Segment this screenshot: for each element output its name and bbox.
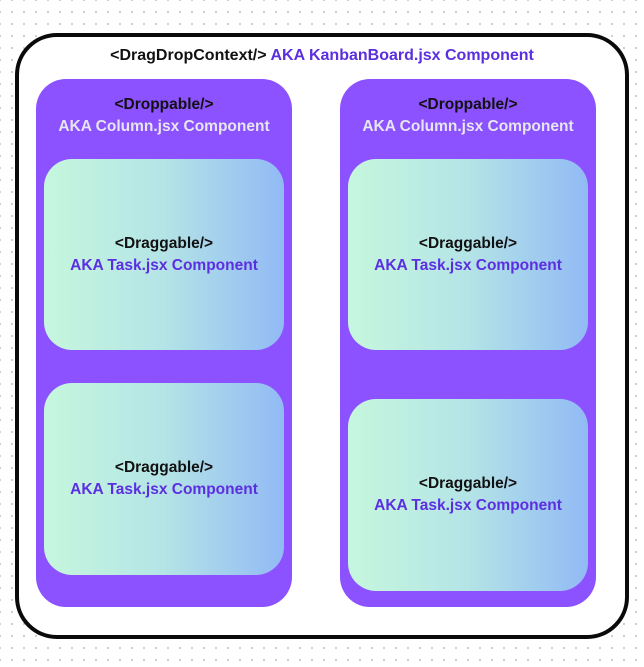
- column-header: <Droppable/> AKA Column.jsx Component: [340, 94, 596, 138]
- column-header: <Droppable/> AKA Column.jsx Component: [36, 94, 292, 138]
- column-tag: <Droppable/>: [418, 96, 518, 113]
- task-aka-label: AKA Task.jsx Component: [374, 256, 562, 274]
- task-card: <Draggable/> AKA Task.jsx Component: [44, 159, 284, 350]
- task-tag: <Draggable/>: [418, 234, 518, 252]
- task-tag: <Draggable/>: [418, 475, 518, 492]
- task-aka-label: AKA Task.jsx Component: [70, 256, 258, 274]
- task-card: <Draggable/> AKA Task.jsx Component: [348, 399, 588, 591]
- board-aka-label: AKA KanbanBoard.jsx Component: [270, 47, 534, 64]
- column-right: <Droppable/> AKA Column.jsx Component <D…: [340, 79, 596, 607]
- column-aka-label: AKA Column.jsx Component: [362, 118, 574, 135]
- column-aka-label: AKA Column.jsx Component: [58, 118, 270, 135]
- task-aka-label: AKA Task.jsx Component: [374, 497, 562, 514]
- column-tag: <Droppable/>: [114, 96, 214, 113]
- task-card: <Draggable/> AKA Task.jsx Component: [348, 159, 588, 350]
- task-tag: <Draggable/>: [114, 234, 214, 252]
- task-card: <Draggable/> AKA Task.jsx Component: [44, 383, 284, 575]
- task-aka-label: AKA Task.jsx Component: [70, 481, 258, 498]
- task-tag: <Draggable/>: [114, 459, 214, 476]
- column-left: <Droppable/> AKA Column.jsx Component <D…: [36, 79, 292, 607]
- board-tag: <DragDropContext/>: [110, 47, 267, 64]
- board-title: <DragDropContext/> AKA KanbanBoard.jsx C…: [0, 46, 644, 66]
